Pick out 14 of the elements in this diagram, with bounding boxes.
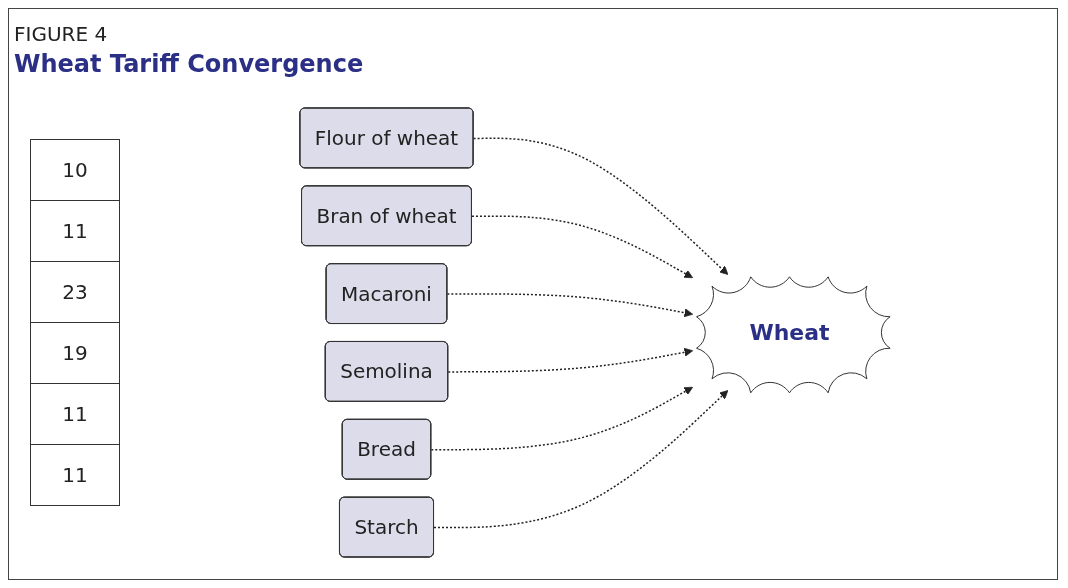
arrow bbox=[446, 293, 694, 318]
table-cell: 11 bbox=[30, 444, 120, 506]
diagram-title: Wheat Tariff Convergence bbox=[14, 50, 364, 78]
table-cell: 19 bbox=[30, 322, 120, 384]
arrow bbox=[472, 137, 729, 275]
table-cell: 11 bbox=[30, 200, 120, 262]
figure-number: FIGURE 4 bbox=[14, 22, 108, 46]
arrow bbox=[430, 386, 694, 451]
arrow bbox=[447, 347, 694, 373]
arrow bbox=[433, 390, 729, 529]
table-cell: 23 bbox=[30, 261, 120, 323]
table-cell: 10 bbox=[30, 139, 120, 201]
arrow bbox=[471, 215, 694, 279]
table-cell: 11 bbox=[30, 383, 120, 445]
